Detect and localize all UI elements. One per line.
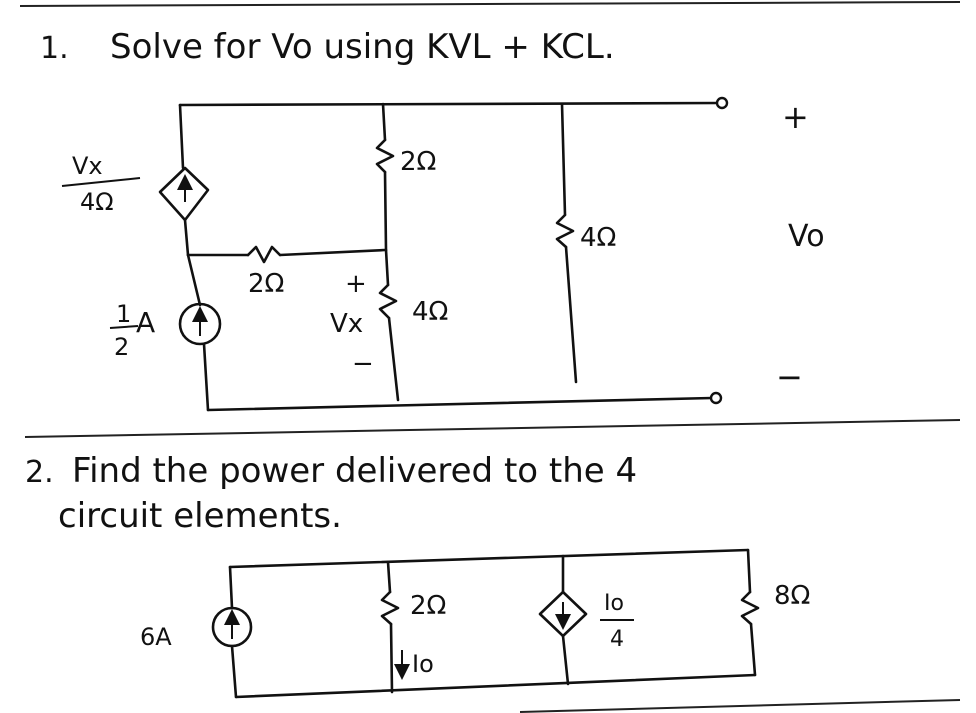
wire-right-bottom xyxy=(564,245,578,384)
vo-label: Vo xyxy=(788,219,825,254)
problem2-statement-line2: circuit elements. xyxy=(58,496,342,536)
wire-mid-top xyxy=(381,102,387,142)
svg-text:Io: Io xyxy=(604,591,624,616)
c2-wire-mid-top xyxy=(386,560,392,594)
c2-6a-label: 6A xyxy=(140,623,172,651)
wire-left-mid xyxy=(183,218,190,257)
vo-top-terminal xyxy=(715,96,729,110)
r-top-middle-label: 2Ω xyxy=(400,147,436,177)
current-source-half-amp xyxy=(178,302,222,346)
r-right-label: 4Ω xyxy=(580,223,616,253)
c2-2ohm-label: 2Ω xyxy=(410,591,446,621)
top-rule xyxy=(19,1,961,7)
vx-minus: − xyxy=(352,349,374,379)
wire-mid-upper xyxy=(383,170,388,252)
wire-top xyxy=(178,101,722,107)
bottom-rule xyxy=(519,699,961,713)
svg-text:1: 1 xyxy=(116,300,131,328)
c2-dependent-label: Io 4 xyxy=(600,591,634,652)
circuit-2: 6A 2Ω Io Io 4 8Ω xyxy=(140,548,810,699)
r-lower-middle-label: 4Ω xyxy=(412,297,448,327)
c2-wire-dep-bottom xyxy=(561,634,570,686)
r-horizontal-label: 2Ω xyxy=(248,269,284,299)
vo-bottom-terminal xyxy=(709,391,723,405)
c2-wire-top xyxy=(228,548,750,569)
svg-text:4Ω: 4Ω xyxy=(80,188,114,216)
c2-8ohm-label: 8Ω xyxy=(774,581,810,611)
vo-plus: + xyxy=(782,98,809,136)
problem1-statement: Solve for Vo using KVL + KCL. xyxy=(110,27,615,67)
divider-rule xyxy=(24,419,961,438)
dependent-current-source-2 xyxy=(538,590,588,638)
c2-wire-mid-bottom xyxy=(389,622,394,694)
problem2-number: 2. xyxy=(25,455,54,490)
c2-wire-left-bottom xyxy=(230,644,238,699)
resistor-right-4ohm xyxy=(555,213,575,249)
c2-wire-right-top xyxy=(746,548,752,594)
c2-wire-right-bottom xyxy=(749,622,757,677)
vx-plus: + xyxy=(345,269,367,299)
wire-left-upper xyxy=(178,103,185,170)
svg-text:Vx: Vx xyxy=(72,152,103,180)
svg-text:4: 4 xyxy=(610,627,624,652)
vo-minus: − xyxy=(776,358,803,396)
c2-wire-left-top xyxy=(228,565,234,610)
problem1-number: 1. xyxy=(40,31,69,66)
vx-label: Vx xyxy=(330,309,363,339)
resistor-horizontal-2ohm xyxy=(246,245,282,264)
resistor-lower-middle-4ohm xyxy=(378,283,398,320)
c2-wire-bottom xyxy=(234,673,757,699)
wire-left-lower xyxy=(186,253,202,307)
c2-io-label: Io xyxy=(412,650,434,678)
wire-right-top xyxy=(560,102,567,217)
dependent-current-source-1 xyxy=(158,166,210,222)
svg-text:A: A xyxy=(136,306,155,339)
resistor-top-middle-2ohm xyxy=(375,138,395,174)
wire-horizontal-right xyxy=(278,248,387,257)
circuit-1: Vx 4Ω 1 2 A 2Ω 2Ω 4Ω 4Ω + Vx − + Vo − xyxy=(61,96,825,412)
wire-bottom xyxy=(206,396,714,412)
half-amp-label: 1 2 A xyxy=(109,300,155,361)
wire-mid-lower-a xyxy=(384,248,390,287)
problem2-statement-line1: Find the power delivered to the 4 xyxy=(72,451,637,491)
svg-text:2: 2 xyxy=(114,333,129,361)
wire-left-bottom xyxy=(202,342,210,412)
resistor-c2-8ohm xyxy=(740,590,760,626)
wire-mid-lower-b xyxy=(387,316,400,402)
current-source-6a xyxy=(211,606,253,648)
resistor-c2-2ohm xyxy=(380,590,400,626)
dependent-source-label: Vx 4Ω xyxy=(61,152,141,216)
